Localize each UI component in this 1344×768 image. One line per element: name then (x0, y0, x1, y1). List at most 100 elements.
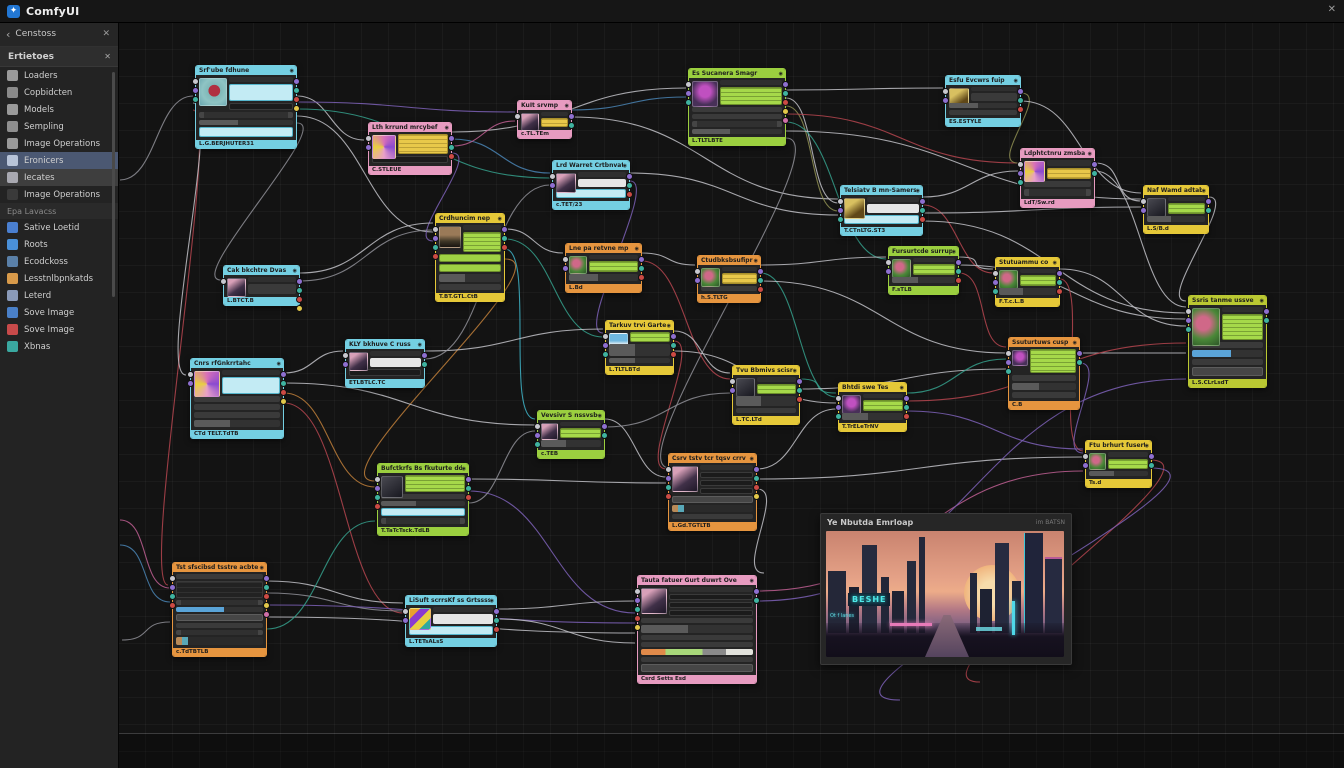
node-widget-green[interactable] (1030, 349, 1076, 373)
output-port[interactable] (782, 117, 789, 124)
node-m[interactable]: Ssuturtuws cusp◉C.B (1005, 337, 1083, 410)
output-port[interactable] (1017, 97, 1024, 104)
output-port[interactable] (1148, 462, 1155, 469)
input-port[interactable] (534, 423, 541, 430)
node-j[interactable]: Ldphtctnru zmsba◉LdT/Sw.rd (1017, 148, 1098, 208)
output-port[interactable] (757, 268, 764, 275)
sidebar-item-image-operations[interactable]: Image Operations (0, 135, 118, 152)
output-port[interactable] (753, 484, 760, 491)
output-port[interactable] (753, 588, 760, 595)
input-port[interactable] (534, 441, 541, 448)
output-port[interactable] (601, 423, 608, 430)
node-collapse-icon[interactable]: ◉ (497, 215, 502, 222)
node-widget-dark[interactable] (669, 602, 753, 608)
sidebar-section-close-icon[interactable]: ✕ (104, 52, 111, 61)
input-port[interactable] (169, 602, 176, 609)
node-collapse-icon[interactable]: ◉ (597, 412, 602, 419)
node-collapse-icon[interactable]: ◉ (461, 465, 466, 472)
input-port[interactable] (885, 268, 892, 275)
input-port[interactable] (374, 476, 381, 483)
node-collapse-icon[interactable]: ◉ (634, 245, 639, 252)
node-widget-field[interactable] (381, 494, 465, 499)
input-port[interactable] (634, 624, 641, 631)
node-widget-slider[interactable] (999, 288, 1056, 295)
output-port[interactable] (626, 191, 633, 198)
node-widget-green[interactable] (630, 332, 670, 342)
input-port[interactable] (992, 270, 999, 277)
output-port[interactable] (1091, 161, 1098, 168)
window-close-icon[interactable]: ✕ (1327, 4, 1336, 15)
node-widget-dark[interactable] (700, 488, 753, 494)
sidebar-item-xbnas[interactable]: Xbnas (0, 338, 118, 355)
node-widget-slider[interactable] (541, 440, 601, 447)
node-widget-combo[interactable] (1024, 189, 1091, 196)
node-widget-field[interactable] (176, 574, 263, 579)
input-port[interactable] (837, 198, 844, 205)
output-port[interactable] (501, 235, 508, 242)
node-widget-combo[interactable] (176, 600, 263, 605)
input-port[interactable] (1005, 359, 1012, 366)
output-port[interactable] (263, 602, 270, 609)
input-port[interactable] (365, 135, 372, 142)
output-port[interactable] (753, 475, 760, 482)
input-port[interactable] (835, 404, 842, 411)
output-port[interactable] (280, 371, 287, 378)
node-i[interactable]: Fursurtcde surrupr◉F.sTLB (885, 246, 962, 295)
output-port[interactable] (626, 182, 633, 189)
input-port[interactable] (402, 608, 409, 615)
sidebar-item-copbidcten[interactable]: Copbidcten (0, 84, 118, 101)
output-port[interactable] (263, 575, 270, 582)
node-q[interactable]: Cnrs rfGnkrrtahc◉CTd TELT.TdTB (187, 358, 287, 439)
output-port[interactable] (1076, 350, 1083, 357)
node-widget-bslider[interactable] (1192, 350, 1263, 357)
node-widget-green[interactable] (1020, 275, 1056, 286)
node-widget-dark[interactable] (669, 594, 753, 600)
sidebar-item-leterd[interactable]: Leterd (0, 287, 118, 304)
node-widget-slider[interactable] (1147, 216, 1205, 222)
node-widget-dark[interactable] (372, 156, 448, 163)
output-port[interactable] (465, 476, 472, 483)
output-port[interactable] (753, 466, 760, 473)
node-widget-thumbs[interactable] (672, 505, 753, 512)
output-port[interactable] (670, 333, 677, 340)
input-port[interactable] (534, 432, 541, 439)
output-port[interactable] (601, 432, 608, 439)
sidebar-item-roots[interactable]: Roots (0, 236, 118, 253)
node-widget-combo[interactable] (199, 112, 293, 118)
node-l[interactable]: Stutuammu co◉F.T.c.L.B (992, 257, 1063, 307)
node-u[interactable]: Tvu Bbmivs scisrts◉L.TC.LTd (729, 365, 803, 425)
output-port[interactable] (1091, 170, 1098, 177)
input-port[interactable] (885, 259, 892, 266)
sidebar-item-iecates[interactable]: Iecates (0, 169, 118, 186)
node-collapse-icon[interactable]: ◉ (778, 70, 783, 77)
output-port[interactable] (955, 268, 962, 275)
node-widget-green[interactable] (1108, 459, 1148, 469)
input-port[interactable] (514, 113, 521, 120)
output-port[interactable] (1205, 198, 1212, 205)
input-port[interactable] (432, 253, 439, 260)
node-widget-cyanf[interactable] (229, 84, 293, 101)
node-widget-field[interactable] (692, 114, 782, 119)
node-collapse-icon[interactable]: ◉ (564, 102, 569, 109)
node-widget-slider[interactable] (892, 277, 955, 283)
node-widget-slider[interactable] (1089, 471, 1148, 476)
output-port[interactable] (1205, 207, 1212, 214)
output-port[interactable] (757, 277, 764, 284)
output-port[interactable] (626, 173, 633, 180)
node-h[interactable]: Ctudbksbsufipr◉h.S.TLTG (694, 255, 764, 303)
node-widget-field[interactable] (1024, 181, 1091, 187)
input-port[interactable] (685, 99, 692, 106)
node-v[interactable]: Csrv tstv tcr tqsv crrv◉L.Gd.TGTLTB (665, 453, 760, 531)
node-widget-green[interactable] (863, 400, 903, 411)
node-z[interactable]: LiSuft scrrsKf ss Grtssssrtd Zbsrrssrc◉L… (402, 595, 500, 647)
output-port[interactable] (293, 87, 300, 94)
input-port[interactable] (634, 597, 641, 604)
node-collapse-icon[interactable]: ◉ (1087, 150, 1092, 157)
input-port[interactable] (665, 484, 672, 491)
node-n[interactable]: Ssris tanme ussve◉L.S.CLrLsdT (1185, 295, 1270, 388)
output-port[interactable] (421, 352, 428, 359)
input-port[interactable] (1017, 161, 1024, 168)
output-port[interactable] (501, 244, 508, 251)
input-port[interactable] (665, 475, 672, 482)
node-widget-btn[interactable] (672, 496, 753, 503)
